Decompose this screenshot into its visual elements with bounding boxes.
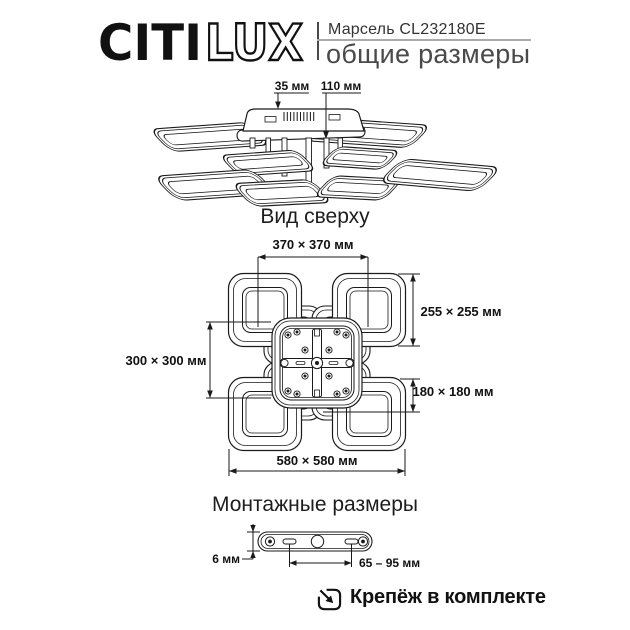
ring-front-midright	[316, 175, 400, 201]
fasteners-included-icon	[317, 588, 342, 611]
header-rule	[317, 39, 531, 41]
dim-580-label: 580 × 580 мм	[276, 453, 357, 468]
dim-300-label: 300 × 300 мм	[125, 353, 206, 368]
mounting-title: Монтажные размеры	[212, 493, 418, 516]
product-name: Марсель CL232180E	[328, 21, 486, 38]
sheet-title: общие размеры	[326, 39, 531, 69]
mounting-bracket	[257, 531, 373, 552]
brand-logo-lux: LUX	[205, 19, 303, 65]
side-dimensions: 35 мм 110 мм	[274, 79, 361, 139]
plate-screw-holes	[284, 328, 350, 398]
dim-65-95-label: 65 – 95 мм	[359, 556, 420, 570]
dim-arrow-down	[275, 101, 281, 109]
plate-crossbar	[279, 356, 355, 370]
canopy-vents	[283, 112, 315, 121]
brand-logo: CITI LUX	[98, 19, 304, 65]
ring-mid-right	[322, 146, 398, 170]
canopy	[236, 108, 366, 142]
mounting-dimensions: 6 мм 65 – 95 мм	[212, 524, 420, 570]
top-view-dimensions: 370 × 370 мм 255 × 255 мм 300 × 300 мм 1…	[125, 237, 502, 476]
fasteners-included-note: Крепёж в комплекте	[350, 586, 546, 608]
dim-total-height-label: 110 мм	[321, 79, 362, 93]
top-view-title: Вид сверху	[260, 205, 370, 228]
brand-logo-citi: CITI	[98, 19, 202, 65]
ring-mid-left	[222, 149, 314, 177]
dim-6mm-label: 6 мм	[212, 552, 240, 566]
side-view-drawing: 35 мм 110 мм	[153, 79, 497, 207]
dim-canopy-height-label: 35 мм	[275, 79, 310, 93]
ring-front-midleft	[235, 179, 329, 207]
dim-370-label: 370 × 370 мм	[272, 237, 353, 252]
mounting-drawing: 6 мм 65 – 95 мм	[212, 524, 420, 570]
header-divider	[317, 22, 319, 60]
bracket-screw-left	[264, 536, 276, 547]
dim-180-label: 180 × 180 мм	[412, 384, 493, 399]
dim-arrow-down	[323, 131, 329, 139]
bracket-center-hole	[310, 534, 325, 549]
dim-255-label: 255 × 255 мм	[420, 304, 501, 319]
central-plate	[271, 317, 363, 409]
ring-front-right	[383, 158, 497, 192]
top-view-drawing: 370 × 370 мм 255 × 255 мм 300 × 300 мм 1…	[125, 237, 502, 476]
